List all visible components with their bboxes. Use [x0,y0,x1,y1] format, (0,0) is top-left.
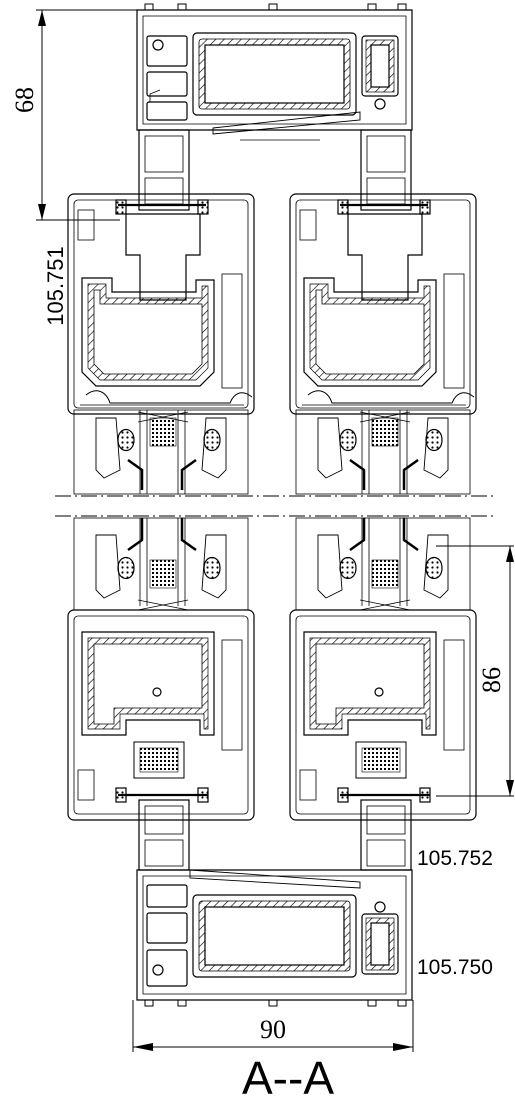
top-frame-profile [136,3,413,141]
dimension-bottom-width: 90 [260,1015,286,1044]
bottom-frame-profile [136,869,413,1007]
break-centerlines [55,495,496,517]
part-code-right-lower-upper: 105.752 [417,847,493,870]
left-sash-upper [67,193,255,415]
section-title: A--A [242,1052,334,1101]
glazing-upper-right [295,409,471,495]
dimension-top-height: 68 [10,87,39,113]
dimension-arrows [38,10,514,1051]
glazing-upper-left [73,409,249,495]
dimension-right-height: 86 [477,667,506,693]
part-code-left-upper: 105.751 [43,246,68,326]
bottom-mullion-stubs [138,799,412,871]
glazing-lower-right [295,517,471,611]
glazing-lower-left [73,517,249,611]
right-sash-lower [289,609,477,821]
right-sash-upper [289,193,477,415]
left-sash-lower [67,609,255,821]
top-mullion-stubs [138,129,412,211]
part-code-right-lower-bottom: 105.750 [417,956,493,979]
